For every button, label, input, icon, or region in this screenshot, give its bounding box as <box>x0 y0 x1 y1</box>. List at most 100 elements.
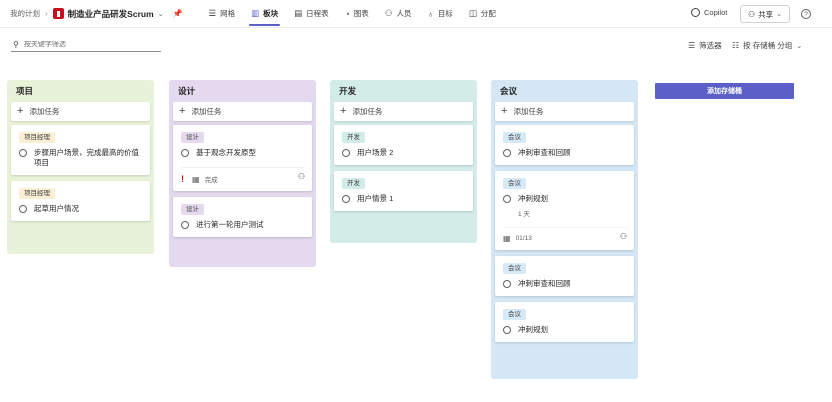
task-row: 进行第一轮用户测试 <box>181 220 305 230</box>
plus-icon: + <box>501 105 508 117</box>
group-by-button[interactable]: ☷ 按 存储桶 分组 ⌄ <box>732 40 802 51</box>
breadcrumb-separator: › <box>45 9 48 18</box>
copilot-button[interactable]: Copilot <box>691 8 727 17</box>
share-button[interactable]: ⚇ 共享 ⌄ <box>740 5 790 23</box>
task-title: 冲刺审查和回顾 <box>518 279 571 288</box>
view-tabs: ☰网格▥板块▤日程表◔图表⚇人员♁目标◫分配 <box>200 0 503 28</box>
task-row: 基于观念开发原型 <box>181 148 305 158</box>
task-label-tag: 设计 <box>181 204 204 215</box>
plus-icon: + <box>17 105 24 117</box>
complete-task-circle-icon[interactable] <box>19 149 27 157</box>
assign-person-icon[interactable]: ⚇ <box>297 172 305 181</box>
task-row: 冲刺审查和回顾 <box>503 279 627 289</box>
task-card[interactable]: 开发用户情景 1 <box>334 171 473 211</box>
filter-search-box[interactable]: ⚲ <box>11 37 161 52</box>
share-chevron-down-icon: ⌄ <box>776 11 783 18</box>
complete-task-circle-icon[interactable] <box>503 326 511 334</box>
task-row: 冲刺规划 <box>503 194 627 204</box>
bucket-title[interactable]: 设计 <box>178 86 196 96</box>
complete-task-circle-icon[interactable] <box>19 205 27 213</box>
add-task-button[interactable]: + 添加任务 <box>11 102 150 121</box>
task-label-tag: 开发 <box>342 132 365 143</box>
complete-task-circle-icon[interactable] <box>342 195 350 203</box>
task-card[interactable]: 会议冲刺审查和回顾 <box>495 125 634 165</box>
assign-person-icon[interactable]: ⚇ <box>619 232 627 241</box>
task-card[interactable]: 会议冲刺规划 <box>495 302 634 342</box>
add-task-label: 添加任务 <box>513 107 544 116</box>
help-icon[interactable]: ? <box>801 9 811 19</box>
add-task-label: 添加任务 <box>352 107 383 116</box>
complete-task-circle-icon[interactable] <box>503 149 511 157</box>
task-title: 用户情景 1 <box>357 194 394 203</box>
breadcrumb-my-plans[interactable]: 我的计划 <box>10 9 40 18</box>
task-card-footer: ! ▦ 完成 ⚇ <box>181 167 305 184</box>
task-label-tag: 会议 <box>503 263 526 274</box>
complete-task-circle-icon[interactable] <box>181 149 189 157</box>
plan-title[interactable]: 制造业产品研发Scrum <box>67 8 154 19</box>
add-task-button[interactable]: + 添加任务 <box>495 102 634 121</box>
tab-assignments[interactable]: ◫分配 <box>461 0 504 28</box>
task-status: 完成 <box>204 177 218 184</box>
plus-icon: + <box>179 105 186 117</box>
task-label-tag: 设计 <box>181 132 204 143</box>
tab-grid[interactable]: ☰网格 <box>200 0 243 28</box>
task-title: 冲刺规划 <box>518 194 548 203</box>
task-card[interactable]: 开发用户场景 2 <box>334 125 473 165</box>
tab-charts[interactable]: ◔图表 <box>337 0 377 28</box>
task-label-tag: 项目经理 <box>19 188 55 199</box>
pin-icon[interactable]: 📌 <box>172 9 183 18</box>
tab-goals[interactable]: ♁目标 <box>419 0 460 28</box>
urgent-priority-icon: ! <box>181 174 184 184</box>
complete-task-circle-icon[interactable] <box>503 280 511 288</box>
task-row: 用户场景 2 <box>342 148 466 158</box>
task-card[interactable]: 项目经理步骤用户场景，完成最高的价值项目 <box>11 125 150 175</box>
calendar-icon: ▦ <box>503 234 511 243</box>
filter-button[interactable]: ☰ 筛选器 <box>688 40 722 51</box>
bucket-title[interactable]: 会议 <box>500 86 518 96</box>
plan-logo-icon <box>52 8 64 19</box>
plan-menu-chevron-down-icon[interactable]: ⌄ <box>157 10 164 18</box>
task-card[interactable]: 设计进行第一轮用户测试 <box>173 197 312 237</box>
bucket-title[interactable]: 项目 <box>16 86 34 96</box>
share-people-icon: ⚇ <box>747 9 756 19</box>
top-bar: 我的计划 › 制造业产品研发Scrum ⌄ 📌 ☰网格▥板块▤日程表◔图表⚇人员… <box>0 0 832 28</box>
task-row: 冲刺规划 <box>503 325 627 335</box>
bucket-column: 项目 + 添加任务项目经理步骤用户场景，完成最高的价值项目项目经理起草用户情况 <box>7 80 154 254</box>
add-bucket-button[interactable]: 添加存储桶 <box>655 83 794 99</box>
complete-task-circle-icon[interactable] <box>181 221 189 229</box>
share-label: 共享 <box>758 9 774 19</box>
tab-board[interactable]: ▥板块 <box>243 0 286 28</box>
task-title: 用户场景 2 <box>357 148 394 157</box>
tab-label: 分配 <box>480 9 496 18</box>
task-card[interactable]: 会议冲刺审查和回顾 <box>495 256 634 296</box>
task-card[interactable]: 项目经理起草用户情况 <box>11 181 150 221</box>
copilot-icon <box>691 8 700 17</box>
timeline-icon: ▤ <box>294 8 303 18</box>
group-chevron-down-icon: ⌄ <box>796 42 803 50</box>
goals-icon: ♁ <box>427 8 434 19</box>
complete-task-circle-icon[interactable] <box>342 149 350 157</box>
tab-timeline[interactable]: ▤日程表 <box>286 0 337 28</box>
add-task-label: 添加任务 <box>29 107 60 116</box>
filter-label: 筛选器 <box>699 41 722 50</box>
add-task-button[interactable]: +添加任务 <box>173 102 312 121</box>
task-label-tag: 开发 <box>342 178 365 189</box>
group-label: 按 存储桶 分组 <box>743 41 793 50</box>
bucket-column: 设计+添加任务设计基于观念开发原型!▦完成⚇设计进行第一轮用户测试 <box>169 80 316 267</box>
assignments-icon: ◫ <box>468 8 477 18</box>
task-title: 起草用户情况 <box>34 204 79 213</box>
keyword-filter-input[interactable] <box>23 40 154 48</box>
board-icon: ▥ <box>251 8 260 18</box>
calendar-icon: ▦ <box>192 174 200 184</box>
add-task-button[interactable]: +添加任务 <box>334 102 473 121</box>
task-label-tag: 会议 <box>503 178 526 189</box>
search-icon: ⚲ <box>13 39 19 49</box>
bucket-title[interactable]: 开发 <box>339 86 357 96</box>
tab-people[interactable]: ⚇人员 <box>377 0 420 28</box>
task-card[interactable]: 设计基于观念开发原型! ▦ 完成 ⚇ <box>173 125 312 191</box>
group-icon: ☷ <box>732 41 740 50</box>
tab-label: 日程表 <box>306 9 329 18</box>
complete-task-circle-icon[interactable] <box>503 195 511 203</box>
